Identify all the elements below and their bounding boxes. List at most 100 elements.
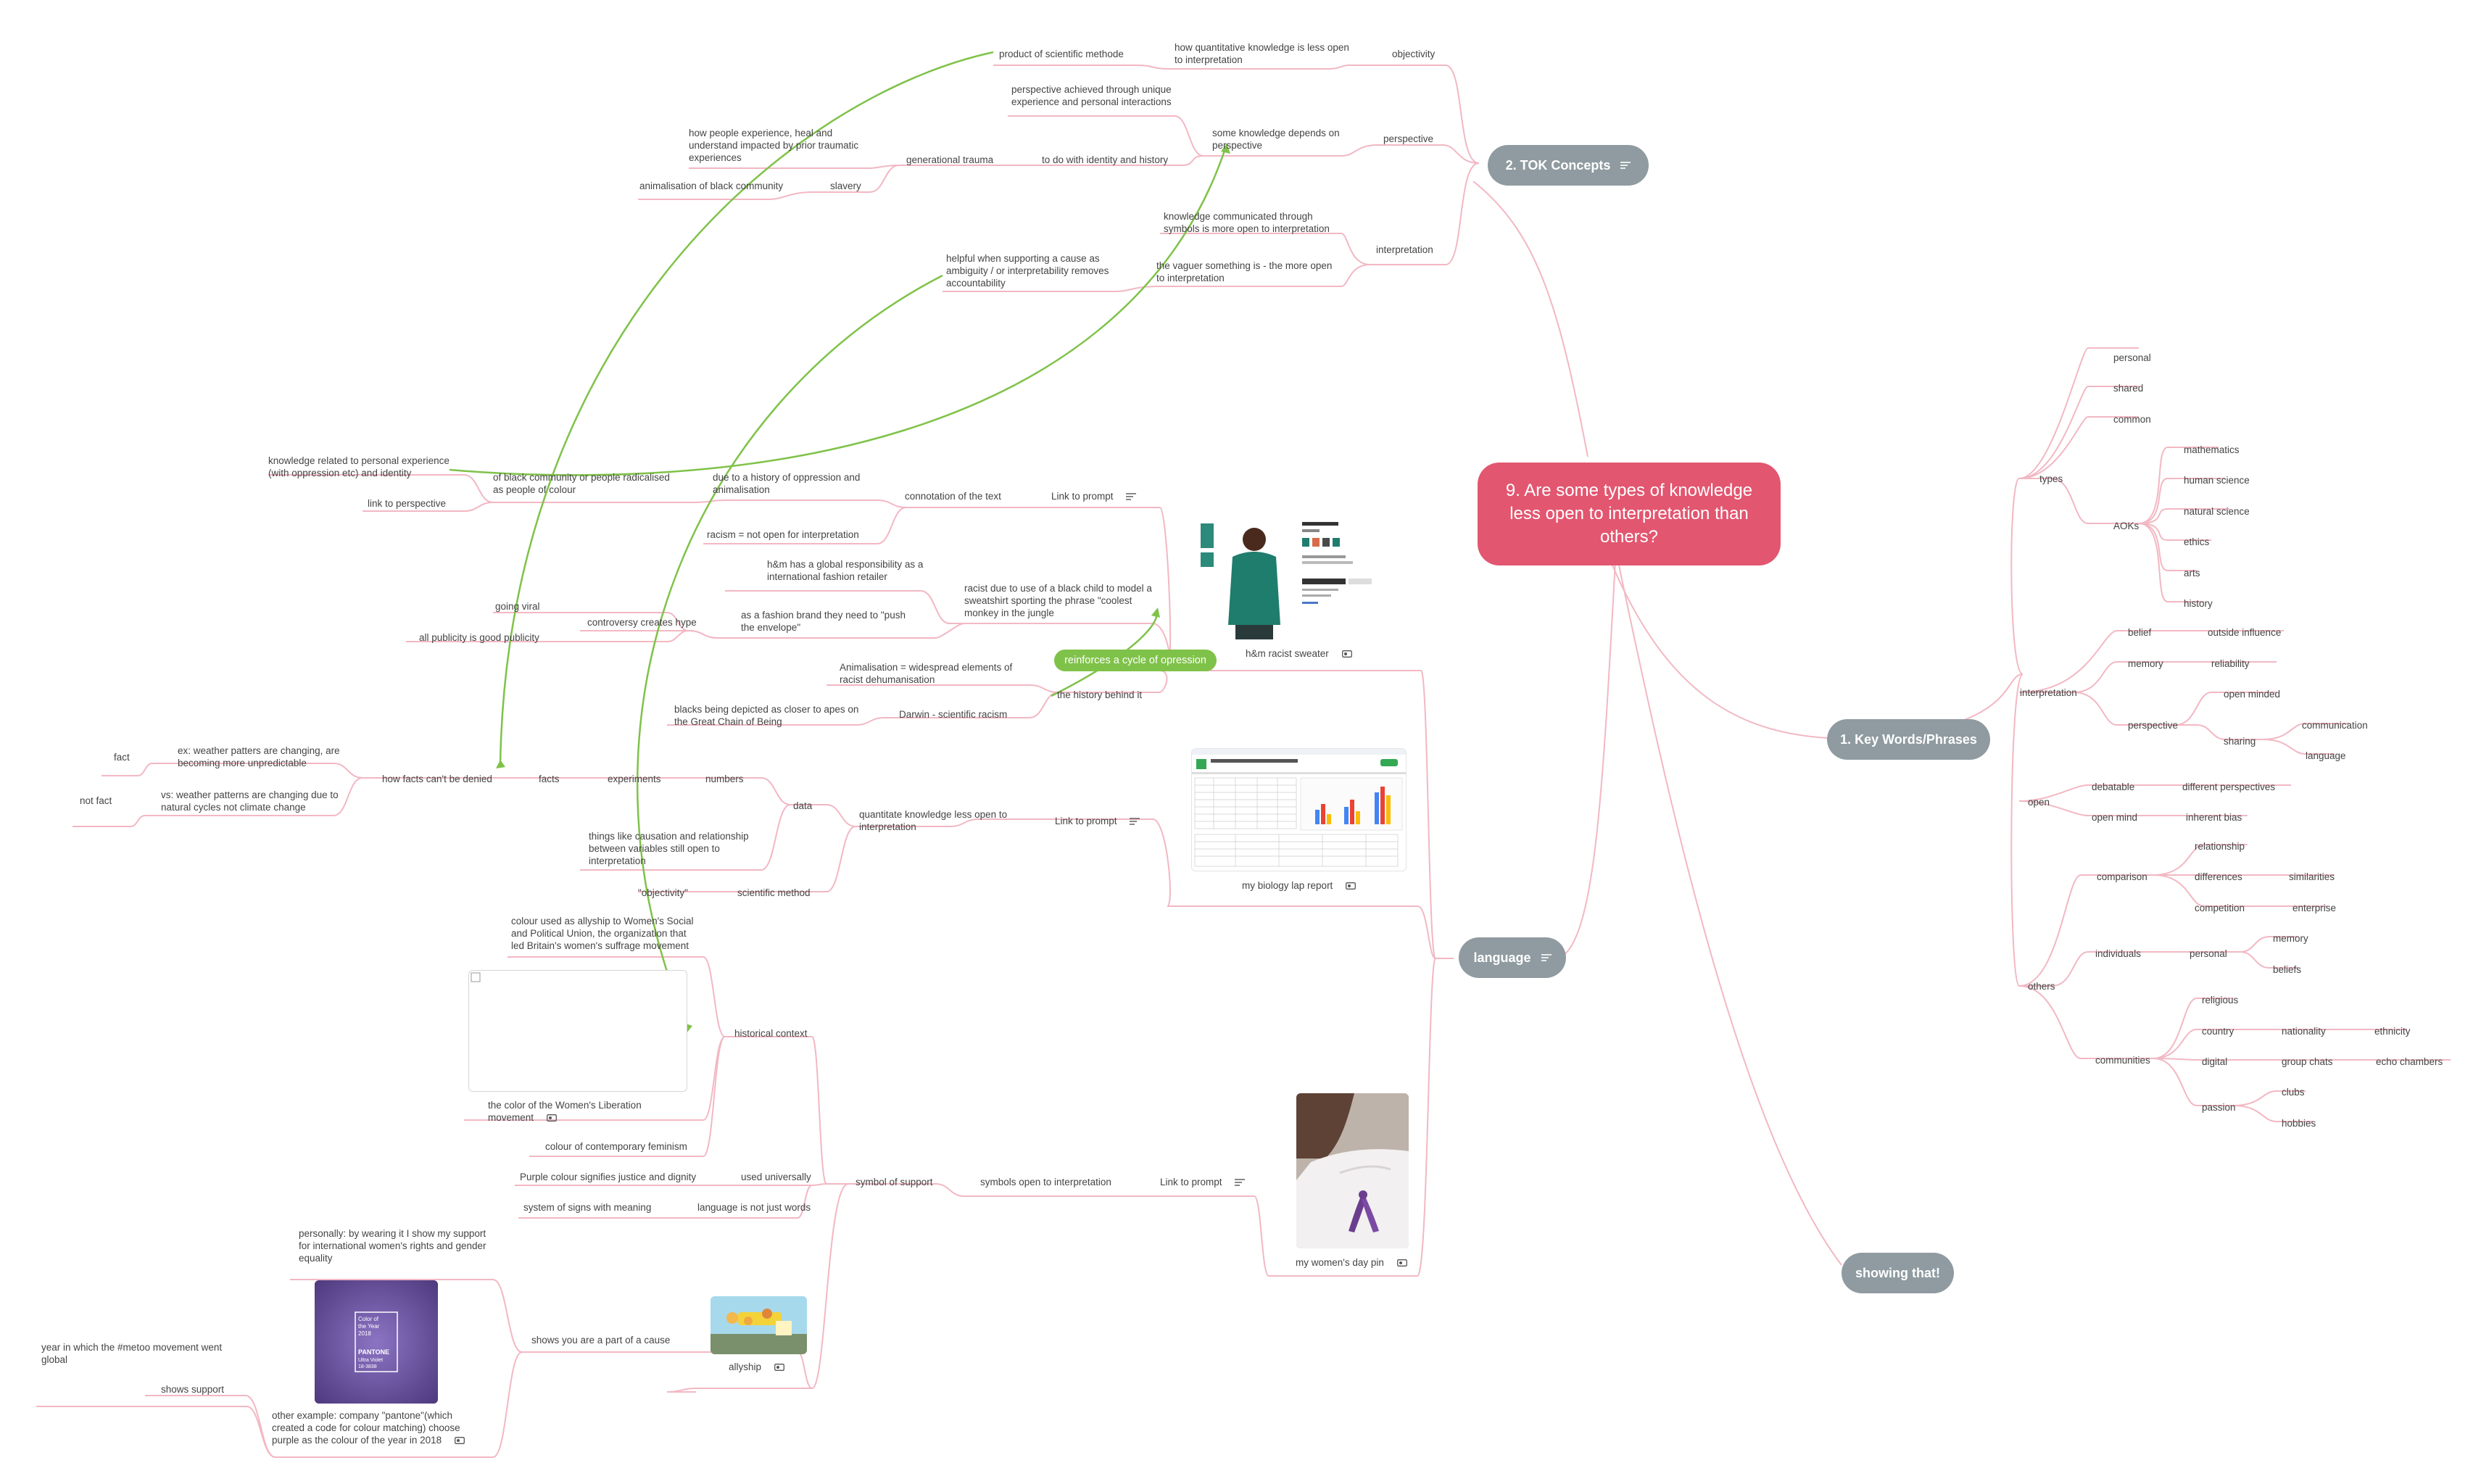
- node-symbols-open-tok[interactable]: knowledge communicated through symbols i…: [1164, 211, 1330, 234]
- node-hm-global[interactable]: h&m has a global responsibility as a int…: [767, 559, 924, 582]
- node-mathematics[interactable]: mathematics: [2184, 444, 2240, 455]
- topic-language[interactable]: language: [1459, 937, 1566, 978]
- link-to-prompt-hm[interactable]: Link to prompt: [1051, 490, 1137, 502]
- node-perspective[interactable]: perspective: [2128, 720, 2179, 731]
- node-objectivity-quote[interactable]: "objectivity": [638, 887, 688, 898]
- node-womens-liberation[interactable]: the color of the Women's Liberation move…: [488, 1099, 651, 1124]
- node-objectivity[interactable]: objectivity: [1392, 49, 1436, 59]
- node-memory[interactable]: memory: [2128, 658, 2163, 669]
- node-reliability[interactable]: reliability: [2211, 658, 2250, 669]
- node-not-fact[interactable]: not fact: [80, 795, 112, 806]
- node-product-scientific[interactable]: product of scientific methode: [999, 49, 1124, 59]
- node-communities[interactable]: communities: [2095, 1055, 2150, 1066]
- node-causation[interactable]: things like causation and relationship b…: [589, 831, 749, 866]
- node-data[interactable]: data: [793, 800, 813, 811]
- node-facts[interactable]: facts: [539, 774, 560, 784]
- node-symbol-support[interactable]: symbol of support: [856, 1177, 933, 1187]
- broken-image-placeholder[interactable]: [468, 970, 687, 1092]
- node-darwin[interactable]: Darwin - scientific racism: [899, 709, 1008, 720]
- node-relationship[interactable]: relationship: [2195, 841, 2245, 852]
- node-some-knowledge[interactable]: some knowledge depends on perspective: [1212, 128, 1340, 151]
- hm-sweater-image[interactable]: [1195, 516, 1405, 641]
- node-vs-weather[interactable]: vs: weather patterns are changing due to…: [161, 789, 339, 813]
- node-history-behind[interactable]: the history behind it: [1057, 689, 1143, 700]
- node-great-chain[interactable]: blacks being depicted as closer to apes …: [674, 704, 859, 727]
- node-differences[interactable]: differences: [2195, 871, 2242, 882]
- node-comparison[interactable]: comparison: [2097, 871, 2147, 882]
- node-racism[interactable]: racism = not open for interpretation: [707, 529, 859, 540]
- node-debatable[interactable]: debatable: [2092, 782, 2135, 792]
- node-link-to-perspective[interactable]: link to perspective: [368, 498, 447, 509]
- node-hobbies[interactable]: hobbies: [2282, 1118, 2316, 1129]
- node-metoo[interactable]: year in which the #metoo movement went g…: [41, 1342, 223, 1365]
- pantone-image[interactable]: Color of the Year 2018 PANTONE Ultra Vio…: [315, 1280, 438, 1404]
- node-history[interactable]: history: [2184, 598, 2213, 609]
- node-tok-interpretation[interactable]: interpretation: [1376, 244, 1433, 255]
- node-fashion-brand[interactable]: as a fashion brand they need to "push th…: [741, 610, 906, 633]
- node-common[interactable]: common: [2113, 414, 2151, 425]
- node-not-just-words[interactable]: language is not just words: [697, 1202, 811, 1213]
- lab-report-image[interactable]: [1191, 748, 1407, 871]
- node-animalisation-def[interactable]: Animalisation = widespread elements of r…: [840, 662, 1013, 685]
- node-group-chats[interactable]: group chats: [2282, 1056, 2333, 1067]
- node-personal[interactable]: personal: [2113, 352, 2151, 363]
- node-sharing[interactable]: sharing: [2224, 736, 2256, 747]
- node-language[interactable]: language: [2306, 750, 2346, 761]
- node-scientific-method[interactable]: scientific method: [737, 887, 811, 898]
- node-shows-support[interactable]: shows support: [161, 1384, 225, 1395]
- node-ethnicity[interactable]: ethnicity: [2374, 1026, 2411, 1037]
- node-nationality[interactable]: nationality: [2282, 1026, 2326, 1037]
- node-interpretation[interactable]: interpretation: [2020, 687, 2077, 698]
- node-competition[interactable]: competition: [2195, 903, 2245, 913]
- node-purple-justice[interactable]: Purple colour signifies justice and dign…: [520, 1172, 697, 1182]
- node-facts-denied[interactable]: how facts can't be denied: [382, 774, 492, 784]
- node-passion[interactable]: passion: [2202, 1102, 2236, 1113]
- node-quant-less-open[interactable]: how quantitative knowledge is less open …: [1175, 42, 1349, 65]
- node-all-publicity[interactable]: all publicity is good publicity: [419, 632, 539, 643]
- node-belief[interactable]: belief: [2128, 627, 2152, 638]
- node-enterprise[interactable]: enterprise: [2292, 903, 2337, 913]
- node-echo-chambers[interactable]: echo chambers: [2376, 1056, 2443, 1067]
- node-personal-experience[interactable]: knowledge related to personal experience…: [268, 455, 450, 478]
- node-personally[interactable]: personally: by wearing it I show my supp…: [299, 1228, 486, 1264]
- node-generational-trauma[interactable]: generational trauma: [906, 154, 994, 165]
- node-types[interactable]: types: [2039, 473, 2063, 484]
- node-open-minded[interactable]: open minded: [2224, 689, 2281, 700]
- node-shared[interactable]: shared: [2113, 383, 2144, 394]
- node-open-mind[interactable]: open mind: [2092, 812, 2138, 823]
- node-trauma-desc[interactable]: how people experience, heal and understa…: [689, 128, 859, 163]
- node-animalisation[interactable]: animalisation of black community: [639, 181, 784, 191]
- node-tok-perspective[interactable]: perspective: [1383, 133, 1434, 144]
- node-ambiguity[interactable]: helpful when supporting a cause as ambig…: [946, 253, 1109, 289]
- topic-key-words[interactable]: 1. Key Words/Phrases: [1827, 719, 1990, 760]
- node-outside-influence[interactable]: outside influence: [2208, 627, 2282, 638]
- node-experiments[interactable]: experiments: [608, 774, 661, 784]
- node-human-science[interactable]: human science: [2184, 475, 2250, 486]
- allyship-image[interactable]: [711, 1296, 807, 1354]
- node-history-oppression[interactable]: due to a history of oppression and anima…: [713, 472, 861, 495]
- node-natural-science[interactable]: natural science: [2184, 506, 2250, 517]
- node-digital[interactable]: digital: [2202, 1056, 2228, 1067]
- node-contemporary-feminism[interactable]: colour of contemporary feminism: [545, 1141, 687, 1152]
- node-ethics[interactable]: ethics: [2184, 536, 2210, 547]
- node-quantitate[interactable]: quantitate knowledge less open to interp…: [859, 809, 1008, 832]
- node-vaguer[interactable]: the vaguer something is - the more open …: [1156, 260, 1333, 283]
- node-numbers[interactable]: numbers: [705, 774, 744, 784]
- node-arts[interactable]: arts: [2184, 568, 2200, 579]
- node-identity-history[interactable]: to do with identity and history: [1042, 154, 1169, 165]
- womens-day-pin-image[interactable]: [1296, 1093, 1409, 1248]
- link-to-prompt-pin[interactable]: Link to prompt: [1160, 1176, 1246, 1188]
- node-perspective-unique[interactable]: perspective achieved through unique expe…: [1011, 84, 1172, 107]
- topic-tok-concepts[interactable]: 2. TOK Concepts: [1488, 145, 1649, 186]
- node-pantone-example[interactable]: other example: company "pantone"(which c…: [272, 1409, 479, 1446]
- node-aoks[interactable]: AOKs: [2113, 521, 2139, 531]
- node-connotation[interactable]: connotation of the text: [905, 491, 1001, 502]
- node-beliefs[interactable]: beliefs: [2273, 964, 2302, 975]
- node-country[interactable]: country: [2202, 1026, 2234, 1037]
- node-black-community[interactable]: of black community or people radicalised…: [493, 472, 670, 495]
- node-religious[interactable]: religious: [2202, 995, 2239, 1006]
- node-historical-context[interactable]: historical context: [734, 1028, 808, 1039]
- node-inherent-bias[interactable]: inherent bias: [2186, 812, 2242, 823]
- relationship-reinforces-cycle[interactable]: reinforces a cycle of opression: [1054, 650, 1217, 671]
